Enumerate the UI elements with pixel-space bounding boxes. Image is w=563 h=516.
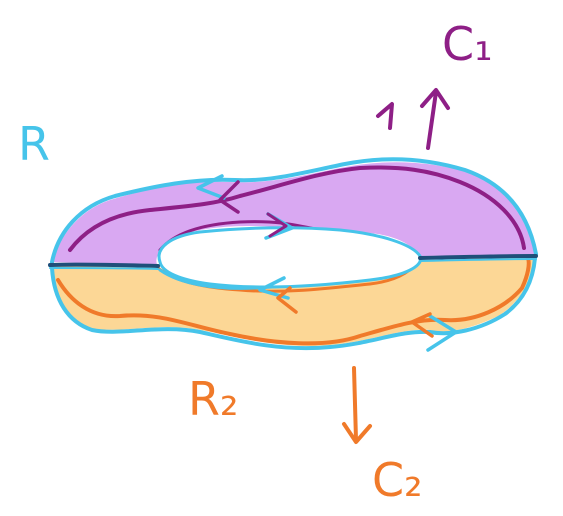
c2-arrow-outer-icon — [410, 312, 434, 338]
label-curve-c1: C₁ — [442, 17, 493, 71]
c2-arrow-inner-icon — [276, 286, 298, 314]
label-region-r: R — [18, 117, 50, 171]
curve-c1-outer — [68, 165, 526, 252]
curve-c2-outer — [56, 256, 531, 346]
region-r2-outer-boundary — [50, 256, 537, 351]
dividing-line-highlight — [49, 258, 537, 270]
c1-arrow-mark-inner-icon — [266, 212, 288, 238]
digit-one-mark — [376, 102, 394, 130]
region-upper-fill — [52, 162, 535, 266]
region-upper-outer-boundary — [50, 157, 538, 264]
down-arrow-icon — [342, 366, 372, 444]
label-region-r2: R₂ — [188, 372, 238, 426]
arrow-outer-top-left-icon — [196, 174, 226, 200]
arrow-outer-bottom-right-icon — [426, 314, 458, 352]
up-arrow-icon — [420, 88, 450, 150]
c1-arrow-mark-icon — [218, 180, 240, 214]
label-curve-c2: C₂ — [372, 453, 423, 507]
inner-hole — [157, 226, 422, 289]
c2-arrow-marks — [276, 286, 434, 338]
dividing-line — [48, 254, 538, 268]
